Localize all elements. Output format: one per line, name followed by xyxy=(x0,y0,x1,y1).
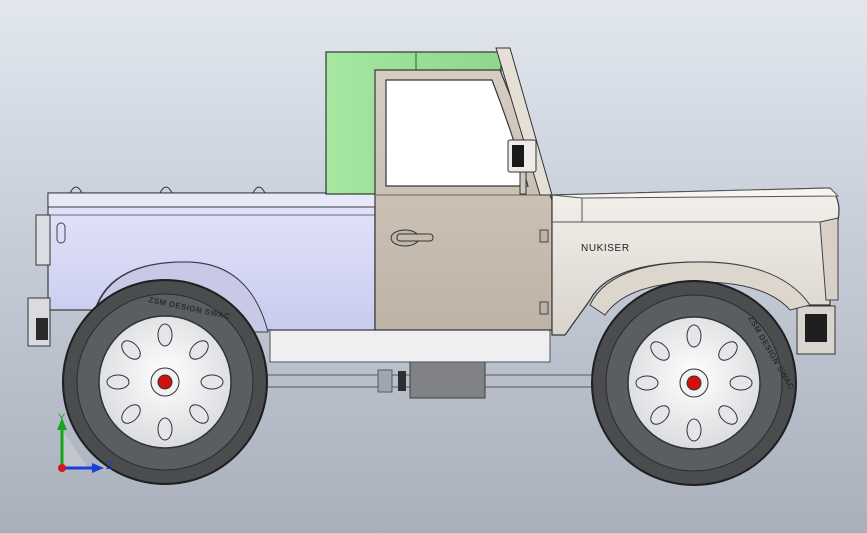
front-body[interactable]: NUKISER xyxy=(551,187,840,336)
front-wheel-arch xyxy=(589,261,811,316)
front-light-cluster[interactable] xyxy=(796,305,836,355)
side-sill[interactable] xyxy=(269,329,551,363)
door-window xyxy=(385,79,529,187)
orientation-triad[interactable]: Y Z xyxy=(48,412,118,482)
door-hinge xyxy=(539,229,549,243)
drive-shaft[interactable] xyxy=(254,361,626,399)
front-wheel[interactable]: ZSM DESIGN SWAC xyxy=(591,280,797,486)
door-hinge xyxy=(539,301,549,315)
rear-light-cluster[interactable] xyxy=(27,214,51,347)
hub-cap xyxy=(686,375,702,391)
axis-triad-icon xyxy=(57,418,104,473)
model-badge: NUKISER xyxy=(581,243,630,254)
rear-bed[interactable] xyxy=(47,186,376,331)
rear-wheel[interactable]: ZSM DESIGN SWAC xyxy=(62,279,268,485)
hub-cap xyxy=(157,374,173,390)
y-axis-label: Y xyxy=(58,412,66,424)
cab-door[interactable] xyxy=(374,69,553,331)
z-axis-label: Z xyxy=(106,460,113,472)
side-mirror[interactable] xyxy=(507,139,537,195)
door-handle[interactable] xyxy=(390,229,434,247)
